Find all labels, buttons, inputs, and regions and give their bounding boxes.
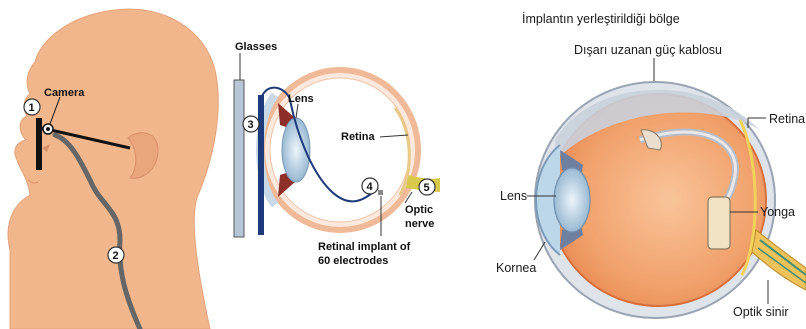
marker-2: 2: [108, 247, 124, 263]
optic-nerve-label-line1: Optic: [405, 204, 433, 216]
svg-text:5: 5: [424, 182, 430, 194]
svg-text:1: 1: [29, 102, 35, 114]
marker-4: 4: [362, 178, 378, 194]
lens-label-right: Lens: [500, 189, 527, 203]
retina-label-left: Retina: [341, 131, 376, 143]
optic-nerve-label-line2: nerve: [405, 218, 434, 230]
glasses-label: Glasses: [235, 41, 277, 53]
marker-1: 1: [24, 99, 40, 115]
eye-anatomy: [535, 82, 806, 318]
retina-label-right: Retina: [769, 112, 805, 126]
optic-nerve-label-right: Optik sinir: [733, 305, 789, 319]
implant-label-line2: 60 electrodes: [318, 255, 388, 267]
camera-label: Camera: [44, 87, 85, 99]
cable-label: Dışarı uzanan güç kablosu: [574, 43, 722, 57]
cornea-label: Kornea: [496, 261, 536, 275]
svg-text:2: 2: [113, 250, 119, 262]
marker-3: 3: [243, 116, 259, 132]
chip-label: Yonga: [760, 205, 795, 219]
implant-label-line1: Retinal implant of: [318, 241, 411, 253]
svg-text:3: 3: [248, 119, 254, 131]
marker-5: 5: [419, 179, 435, 195]
right-title: İmplantın yerleştirildiği bölge: [522, 12, 680, 26]
lens-label-left: Lens: [288, 93, 314, 105]
svg-text:4: 4: [367, 181, 374, 193]
camera-icon: [43, 124, 53, 134]
